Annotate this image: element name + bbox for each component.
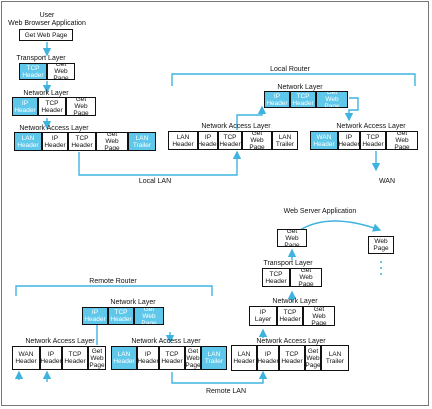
remote-access-left-label: Network Access Layer <box>25 338 95 345</box>
router-network-layer-label: Network Layer <box>277 84 323 91</box>
ip-header-box: IP Header <box>198 131 218 150</box>
server-get-web-page-box: Get Web Page <box>277 229 307 247</box>
lan-header-box: LAN Header <box>168 131 198 150</box>
get-web-page-box: Get Web Page <box>19 29 73 41</box>
ip-layer-box: IP Layer <box>249 306 277 326</box>
local-lan-path <box>78 150 242 176</box>
arrow-router-down <box>344 97 359 122</box>
payload-box: Get Web Page <box>386 131 418 150</box>
remote-network-label: Network Layer <box>110 299 156 306</box>
tcp-header-box: TCP Header <box>360 131 386 150</box>
payload-box: Get Web Page <box>303 306 335 326</box>
payload-box: Get Web Page <box>305 345 321 371</box>
tcp-header-box: TCP Header <box>68 132 96 151</box>
wan-header-box: WAN Header <box>12 346 40 370</box>
payload-box: Get Web Page <box>88 346 106 370</box>
lan-trailer-box: LAN Trailer <box>272 131 298 150</box>
router-access-left-label: Network Access Layer <box>201 123 271 130</box>
tcp-header-box: TCP Header <box>218 131 242 150</box>
network-layer-label: Network Layer <box>23 90 69 97</box>
ip-header-box: IP Header <box>40 346 62 370</box>
payload-box: Get Web Page <box>47 63 75 80</box>
lan-trailer-box: LAN Trailer <box>128 132 156 151</box>
arrow-app-to-webpage <box>299 220 382 232</box>
ip-header-box: IP Header <box>257 345 279 371</box>
remote-access-right-label: Network Access Layer <box>131 338 201 345</box>
remote-router-bracket <box>15 285 213 296</box>
payload-box: Get Web Page <box>242 131 272 150</box>
payload-box: Get Web Page <box>290 268 322 287</box>
tcp-header-box: TCP Header <box>62 346 88 370</box>
tcp-header-box: TCP Header <box>290 91 316 108</box>
ip-header-box: IP Header <box>137 346 159 370</box>
payload-box: Get Web Page <box>96 132 128 151</box>
network-access-layer-label: Network Access Layer <box>19 125 89 132</box>
remote-lan-path <box>171 370 268 384</box>
remote-lan-label: Remote LAN <box>205 388 247 395</box>
dot-3 <box>380 273 382 275</box>
user-label: User <box>39 12 55 19</box>
remote-router-title: Remote Router <box>89 278 137 285</box>
tcp-header-box: TCP Header <box>108 307 134 325</box>
server-access-label: Network Access Layer <box>256 338 326 345</box>
payload-box: Get Web Page <box>316 91 348 108</box>
local-router-title: Local Router <box>270 66 310 73</box>
ip-header-box: IP Header <box>42 132 68 151</box>
lan-trailer-box: LAN Trailer <box>321 345 349 371</box>
payload-box: Get Web Page <box>185 346 201 370</box>
transport-layer-label: Transport Layer <box>16 55 66 62</box>
ip-header-box: IP Header <box>82 307 108 325</box>
dot-1 <box>380 261 382 263</box>
ip-header-box: IP Header <box>264 91 290 108</box>
tcp-header-box: TCP Header <box>19 63 47 80</box>
arrow-router-up <box>236 105 267 130</box>
server-transport-label: Transport Layer <box>263 260 313 267</box>
lan-header-box: LAN Header <box>231 345 257 371</box>
payload-box: Get Web Page <box>134 307 164 325</box>
server-app-label: Web Server Application <box>283 208 357 215</box>
wan-label: WAN <box>378 178 396 185</box>
ip-header-box: IP Header <box>12 97 38 116</box>
tcp-header-box: TCP Header <box>159 346 185 370</box>
tcp-header-box: TCP Header <box>262 268 290 287</box>
ip-header-box: IP Header <box>338 131 360 150</box>
payload-box: Get Web Page <box>66 97 96 116</box>
tcp-header-box: TCP Header <box>277 306 303 326</box>
router-access-right-label: Network Access Layer <box>336 123 406 130</box>
server-network-label: Network Layer <box>272 298 318 305</box>
local-router-bracket <box>171 73 416 86</box>
wan-header-box: WAN Header <box>310 131 338 150</box>
browser-app-label: Web Browser Application <box>8 20 86 27</box>
lan-trailer-box: LAN Trailer <box>201 346 227 370</box>
lan-header-box: LAN Header <box>14 132 42 151</box>
tcp-header-box: TCP Header <box>279 345 305 371</box>
web-page-box: Web Page <box>368 236 394 254</box>
lan-header-box: LAN Header <box>111 346 137 370</box>
local-lan-label: Local LAN <box>138 178 172 185</box>
dot-2 <box>380 267 382 269</box>
tcp-header-box: TCP Header <box>38 97 66 116</box>
